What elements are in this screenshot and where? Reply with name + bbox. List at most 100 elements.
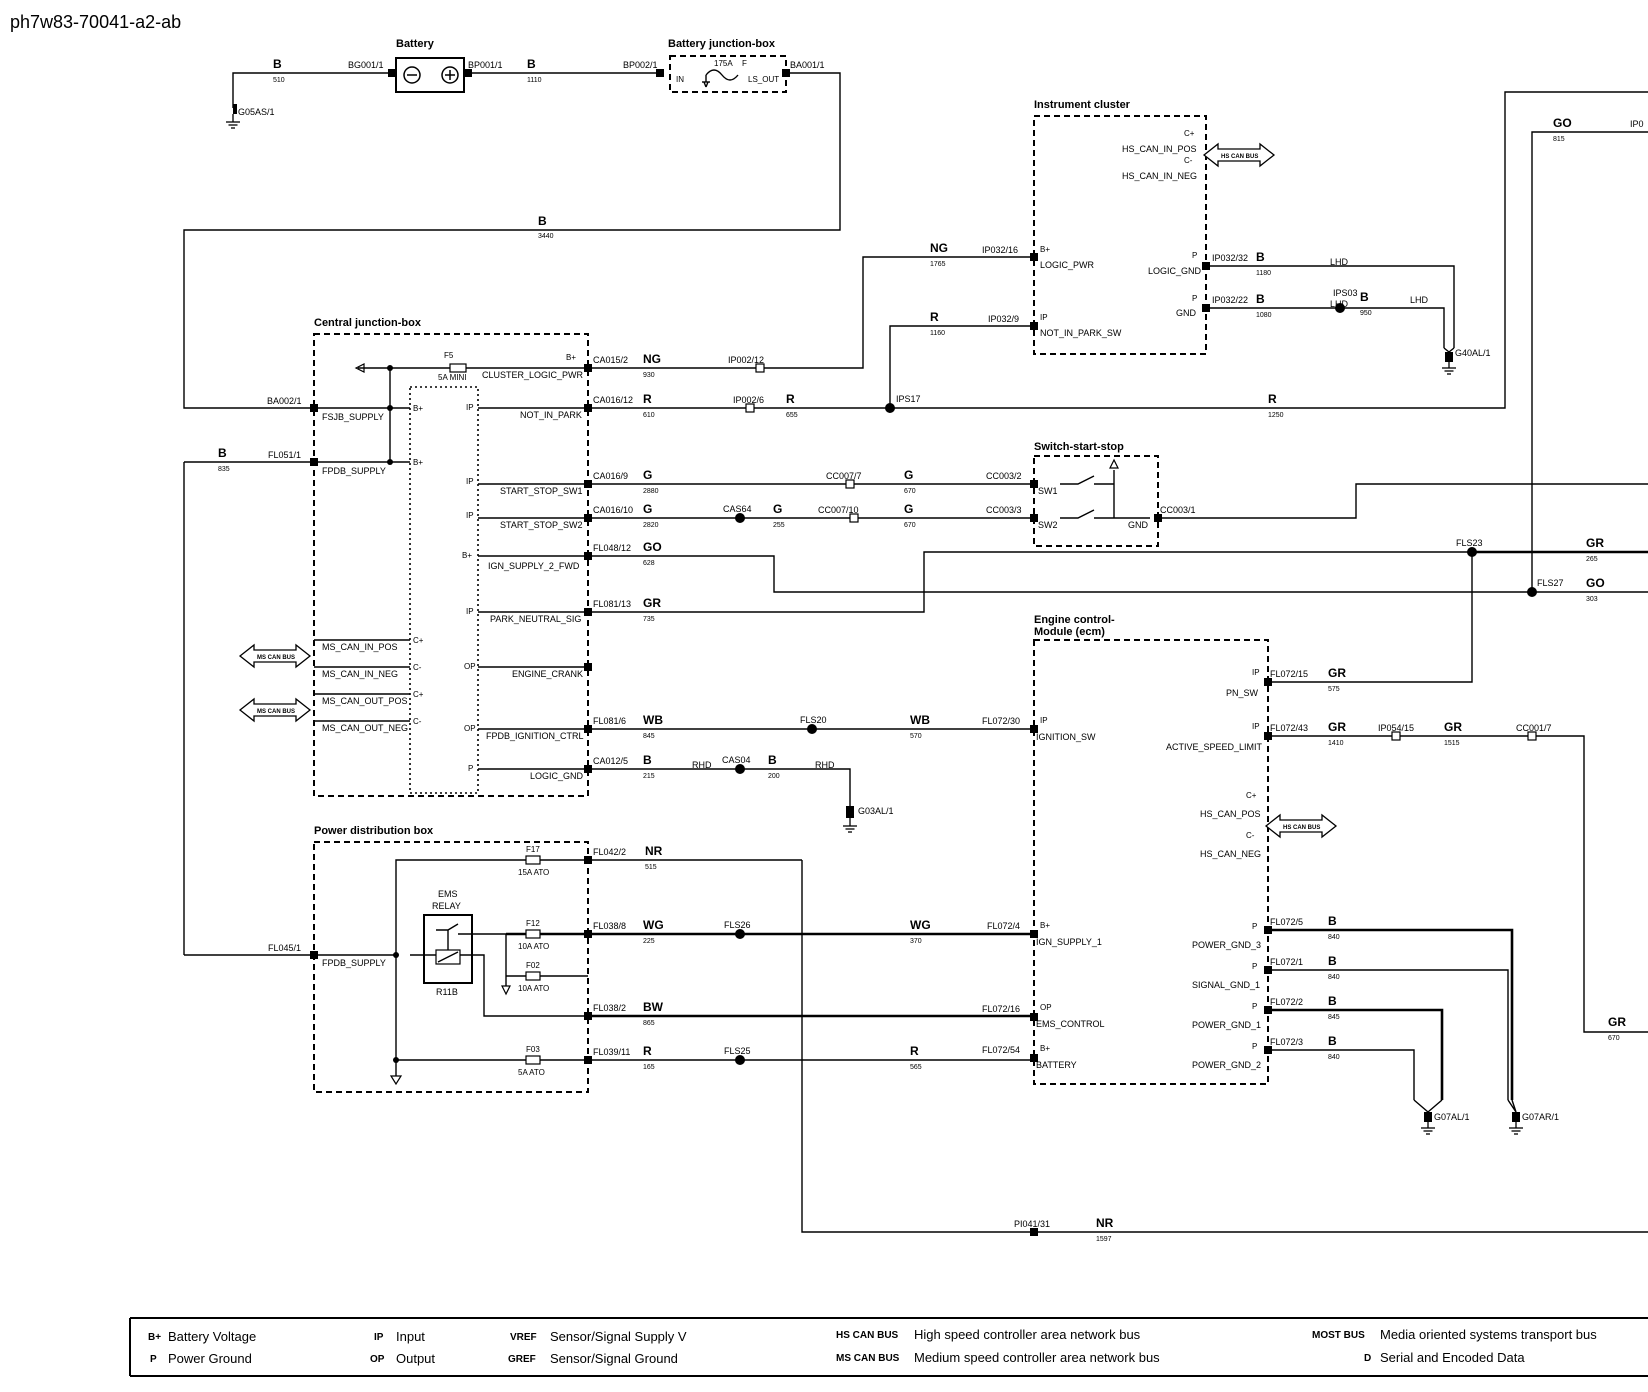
- svg-text:B+: B+: [1040, 921, 1050, 930]
- svg-text:G: G: [904, 502, 913, 516]
- svg-text:CC007/10: CC007/10: [818, 505, 859, 515]
- svg-text:B: B: [1256, 250, 1265, 264]
- legend: B+ Battery Voltage P Power Ground IP Inp…: [129, 1317, 1648, 1377]
- svg-text:NG: NG: [930, 241, 948, 255]
- svg-text:265: 265: [1586, 556, 1598, 563]
- svg-text:MS CAN BUS: MS CAN BUS: [257, 655, 295, 661]
- ground-label: G05AS/1: [238, 107, 275, 117]
- svg-text:NOT_IN_PARK_SW: NOT_IN_PARK_SW: [1040, 328, 1122, 338]
- svg-text:POWER_GND_3: POWER_GND_3: [1192, 940, 1261, 950]
- svg-text:LOGIC_PWR: LOGIC_PWR: [1040, 260, 1095, 270]
- svg-text:FL072/2: FL072/2: [1270, 997, 1303, 1007]
- svg-text:POWER_GND_1: POWER_GND_1: [1192, 1020, 1261, 1030]
- svg-text:C+: C+: [1184, 129, 1195, 138]
- svg-text:1110: 1110: [527, 77, 542, 84]
- svg-text:IGNITION_SW: IGNITION_SW: [1036, 732, 1096, 742]
- svg-text:1515: 1515: [1444, 740, 1460, 747]
- svg-text:GO: GO: [1586, 576, 1605, 590]
- svg-text:FLS27: FLS27: [1537, 578, 1564, 588]
- svg-text:MS_CAN_OUT_NEG: MS_CAN_OUT_NEG: [322, 723, 408, 733]
- svg-text:ACTIVE_SPEED_LIMIT: ACTIVE_SPEED_LIMIT: [1166, 742, 1263, 752]
- svg-text:G: G: [643, 502, 652, 516]
- svg-text:F03: F03: [526, 1045, 540, 1054]
- svg-text:CA016/12: CA016/12: [593, 395, 633, 405]
- svg-text:510: 510: [273, 77, 285, 84]
- svg-text:215: 215: [643, 773, 655, 780]
- svg-text:LOGIC_GND: LOGIC_GND: [530, 771, 584, 781]
- svg-text:GR: GR: [1444, 720, 1462, 734]
- svg-text:2820: 2820: [643, 522, 659, 529]
- svg-text:IP0: IP0: [1630, 119, 1644, 129]
- svg-text:C-: C-: [1184, 156, 1193, 165]
- svg-text:Media oriented systems transpo: Media oriented systems transport bus: [1380, 1327, 1597, 1342]
- svg-text:R: R: [910, 1044, 919, 1058]
- svg-text:1180: 1180: [1256, 270, 1271, 277]
- svg-text:HS_CAN_NEG: HS_CAN_NEG: [1200, 849, 1261, 859]
- svg-text:MS_CAN_IN_NEG: MS_CAN_IN_NEG: [322, 669, 398, 679]
- svg-text:575: 575: [1328, 686, 1340, 693]
- svg-text:IP: IP: [1252, 722, 1260, 731]
- svg-text:15A ATO: 15A ATO: [518, 868, 549, 877]
- svg-text:CC003/3: CC003/3: [986, 505, 1022, 515]
- svg-text:B: B: [643, 753, 652, 767]
- svg-text:5A MINI: 5A MINI: [438, 373, 466, 382]
- svg-text:F17: F17: [526, 845, 540, 854]
- svg-text:610: 610: [643, 412, 655, 419]
- svg-text:845: 845: [643, 733, 655, 740]
- svg-text:HS_CAN_IN_NEG: HS_CAN_IN_NEG: [1122, 171, 1197, 181]
- battery-section: G05AS/1 B 510 BG001/1 Battery BP001/1 B …: [183, 38, 841, 409]
- svg-text:200: 200: [768, 773, 780, 780]
- svg-text:F12: F12: [526, 919, 540, 928]
- svg-text:FL081/6: FL081/6: [593, 716, 626, 726]
- svg-text:IP032/9: IP032/9: [988, 314, 1019, 324]
- svg-text:FL051/1: FL051/1: [268, 450, 301, 460]
- svg-text:370: 370: [910, 938, 922, 945]
- svg-text:Sensor/Signal Supply V: Sensor/Signal Supply V: [550, 1329, 687, 1344]
- svg-text:FLS25: FLS25: [724, 1046, 751, 1056]
- svg-text:FL072/4: FL072/4: [987, 921, 1020, 931]
- svg-text:P: P: [1252, 1002, 1257, 1011]
- svg-text:IN: IN: [676, 75, 684, 84]
- svg-text:Input: Input: [396, 1329, 425, 1344]
- svg-text:BP002/1: BP002/1: [623, 60, 658, 70]
- power-distribution-box: Power distribution box FL045/1 FPDB_SUPP…: [184, 825, 802, 1093]
- svg-text:GND: GND: [1128, 520, 1149, 530]
- svg-text:IP: IP: [466, 511, 474, 520]
- svg-text:Engine control-: Engine control-: [1034, 614, 1115, 626]
- svg-text:PN_SW: PN_SW: [1226, 688, 1259, 698]
- svg-text:2880: 2880: [643, 488, 659, 495]
- svg-text:FLS20: FLS20: [800, 715, 827, 725]
- svg-text:IP054/15: IP054/15: [1378, 723, 1414, 733]
- svg-text:WB: WB: [910, 713, 930, 727]
- svg-text:RHD: RHD: [692, 760, 712, 770]
- svg-text:1250: 1250: [1268, 412, 1284, 419]
- svg-text:FPDB_SUPPLY: FPDB_SUPPLY: [322, 958, 386, 968]
- svg-text:FL072/16: FL072/16: [982, 1004, 1020, 1014]
- svg-text:MS CAN BUS: MS CAN BUS: [836, 1353, 900, 1364]
- svg-text:High speed controller area net: High speed controller area network bus: [914, 1327, 1141, 1342]
- svg-text:303: 303: [1586, 596, 1598, 603]
- svg-text:FL072/43: FL072/43: [1270, 723, 1308, 733]
- svg-text:P: P: [1252, 962, 1257, 971]
- svg-text:Battery Voltage: Battery Voltage: [168, 1329, 256, 1344]
- svg-text:Output: Output: [396, 1351, 435, 1366]
- svg-text:PI041/31: PI041/31: [1014, 1219, 1050, 1229]
- svg-text:C+: C+: [413, 636, 424, 645]
- svg-text:IGN_SUPPLY_1: IGN_SUPPLY_1: [1036, 937, 1102, 947]
- svg-text:FL072/30: FL072/30: [982, 716, 1020, 726]
- svg-text:SW2: SW2: [1038, 520, 1058, 530]
- svg-text:BP001/1: BP001/1: [468, 60, 503, 70]
- svg-text:ENGINE_CRANK: ENGINE_CRANK: [512, 669, 583, 679]
- svg-text:IP032/16: IP032/16: [982, 245, 1018, 255]
- svg-text:FPDB_SUPPLY: FPDB_SUPPLY: [322, 466, 386, 476]
- svg-text:P: P: [1252, 1042, 1257, 1051]
- svg-text:670: 670: [1608, 1035, 1620, 1042]
- svg-text:G: G: [643, 468, 652, 482]
- svg-text:IP: IP: [1252, 668, 1260, 677]
- svg-text:B+: B+: [148, 1332, 161, 1343]
- svg-text:B: B: [273, 57, 282, 71]
- svg-text:175A: 175A: [714, 59, 733, 68]
- svg-text:950: 950: [1360, 310, 1372, 317]
- svg-text:CLUSTER_LOGIC_PWR: CLUSTER_LOGIC_PWR: [482, 370, 584, 380]
- svg-text:IPS03: IPS03: [1333, 288, 1358, 298]
